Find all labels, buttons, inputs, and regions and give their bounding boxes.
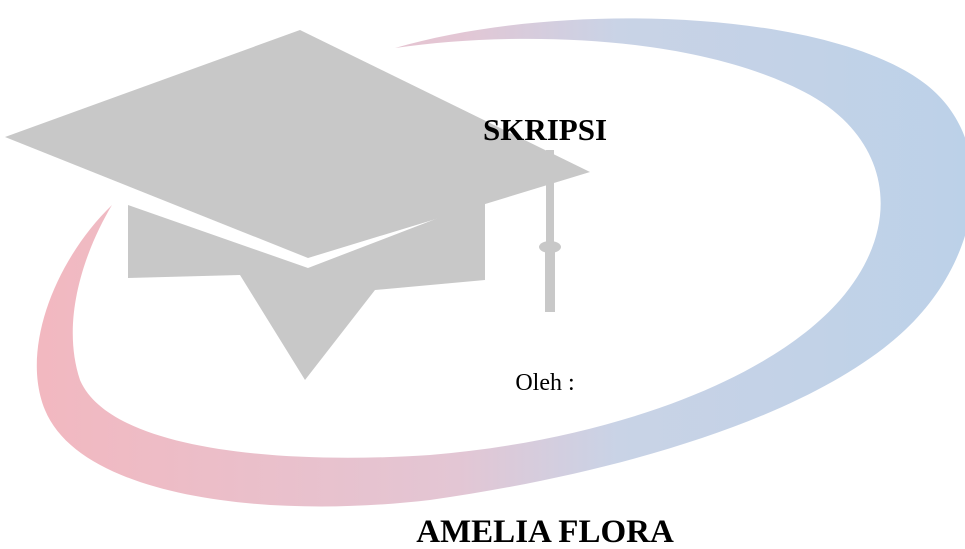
author-name: AMELIA FLORA xyxy=(416,514,674,549)
by-label: Oleh : xyxy=(515,370,575,396)
graduation-cap-icon xyxy=(5,30,590,380)
swoosh-ring-icon xyxy=(36,18,965,507)
document-title: SKRIPSI xyxy=(482,112,608,147)
